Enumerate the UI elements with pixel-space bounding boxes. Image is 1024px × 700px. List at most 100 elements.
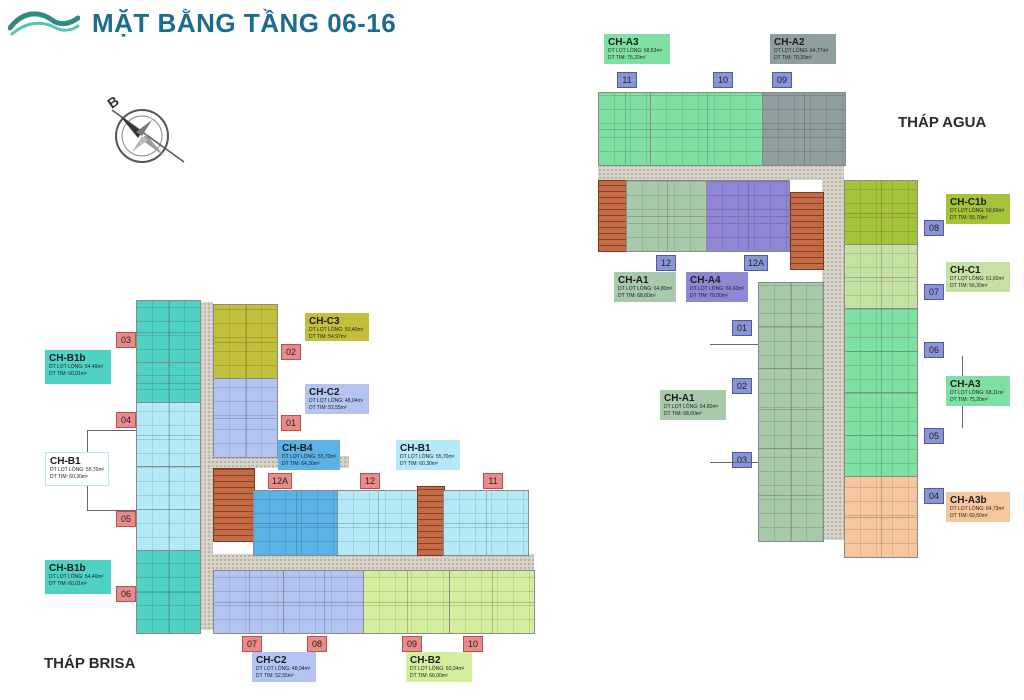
brisa-label-c3: CH-C3 DT LỌT LÒNG: 50,40m² DT TIM: 54,97…: [305, 313, 369, 341]
brisa-num-12: 12: [360, 473, 380, 489]
leader-line: [87, 430, 136, 431]
agua-label-a4: CH-A4 DT LỌT LÒNG: 66,60m² DT TIM: 70,00…: [686, 272, 748, 302]
leader-line: [710, 462, 758, 463]
brisa-unit-05: [136, 466, 201, 552]
brisa-num-01: 01: [281, 415, 301, 431]
brisa-num-02: 02: [281, 344, 301, 360]
label-name: CH-C2: [256, 655, 287, 666]
label-area-net: DT LỌT LÒNG: 64,73m²: [950, 506, 1005, 512]
label-area-gross: DT TIM: 60,01m²: [49, 581, 87, 587]
brisa-label-b1b-bottom: CH-B1b DT LỌT LÒNG: 54,40m² DT TIM: 60,0…: [45, 560, 111, 594]
label-area-gross: DT TIM: 52,55m²: [256, 673, 294, 679]
leader-line: [87, 510, 136, 511]
label-area-gross: DT TIM: 64,30m²: [282, 461, 320, 467]
label-name: CH-B4: [282, 443, 313, 454]
brisa-label-b4: CH-B4 DT LỌT LÒNG: 55,70m² DT TIM: 64,30…: [278, 440, 340, 470]
agua-num-08: 08: [924, 220, 944, 236]
label-name: CH-B2: [410, 655, 441, 666]
label-area-gross: DT TIM: 52,55m²: [309, 405, 347, 411]
label-area-gross: DT TIM: 56,30m²: [950, 283, 988, 289]
agua-label-a1-left: CH-A1 DT LỌT LÒNG: 64,80m² DT TIM: 68,60…: [660, 390, 726, 420]
agua-unit-12a: [706, 180, 790, 252]
label-name: CH-C2: [309, 387, 340, 398]
agua-unit-04: [844, 476, 918, 558]
label-name: CH-A3: [950, 379, 981, 390]
label-area-gross: DT TIM: 54,97m²: [309, 334, 347, 340]
agua-unit-11: [598, 92, 652, 166]
label-area-net: DT LỌT LÒNG: 50,40m²: [309, 327, 364, 333]
label-name: CH-A3b: [950, 495, 987, 506]
label-area-net: DT LỌT LÒNG: 64,77m²: [774, 48, 829, 54]
label-name: CH-B1b: [49, 353, 86, 364]
agua-num-02: 02: [732, 378, 752, 394]
label-area-net: DT LỌT LÒNG: 66,60m²: [690, 286, 745, 292]
brisa-label-b1-left: CH-B1 DT LỌT LÒNG: 55,70m² DT TIM: 60,30…: [45, 452, 109, 486]
label-area-gross: DT TIM: 66,00m²: [410, 673, 448, 679]
label-area-net: DT LỌT LÒNG: 51,60m²: [950, 276, 1005, 282]
leader-line: [962, 356, 963, 376]
brisa-unit-07: [213, 570, 285, 634]
brisa-unit-11: [443, 490, 529, 556]
agua-num-11: 11: [617, 72, 637, 88]
agua-unit-08: [844, 180, 918, 246]
agua-unit-02: [758, 368, 824, 450]
label-area-net: DT LỌT LÒNG: 48,04m²: [256, 666, 311, 672]
agua-label-c1b: CH-C1b DT LỌT LÒNG: 50,60m² DT TIM: 55,7…: [946, 194, 1010, 224]
agua-unit-01: [758, 282, 824, 370]
label-area-net: DT LỌT LÒNG: 64,80m²: [664, 404, 719, 410]
brisa-unit-04: [136, 402, 201, 468]
agua-unit-09: [762, 92, 846, 166]
label-area-net: DT LỌT LÒNG: 48,04m²: [309, 398, 364, 404]
agua-num-03: 03: [732, 452, 752, 468]
label-area-gross: DT TIM: 55,70m²: [950, 215, 988, 221]
label-name: CH-C1: [950, 265, 981, 276]
brisa-num-08: 08: [307, 636, 327, 652]
label-area-gross: DT TIM: 69,50m²: [950, 513, 988, 519]
leader-line: [962, 406, 963, 428]
brisa-label-b1-right: CH-B1 DT LỌT LÒNG: 55,70m² DT TIM: 60,30…: [396, 440, 460, 470]
leader-line: [87, 486, 88, 510]
label-name: CH-C1b: [950, 197, 987, 208]
brisa-corridor-end: [199, 602, 215, 630]
brisa-num-07: 07: [242, 636, 262, 652]
label-name: CH-A2: [774, 37, 805, 48]
agua-num-05: 05: [924, 428, 944, 444]
brisa-unit-06: [136, 550, 201, 634]
label-name: CH-B1: [400, 443, 431, 454]
label-area-net: DT LỌT LÒNG: 60,34m²: [410, 666, 465, 672]
brisa-unit-09: [363, 570, 451, 634]
brisa-num-12a: 12A: [268, 473, 292, 489]
agua-num-10: 10: [713, 72, 733, 88]
agua-num-09: 09: [772, 72, 792, 88]
agua-num-12a: 12A: [744, 255, 768, 271]
agua-unit-12: [626, 180, 708, 252]
label-area-net: DT LỌT LÒNG: 50,60m²: [950, 208, 1005, 214]
label-area-net: DT LỌT LÒNG: 55,70m²: [400, 454, 455, 460]
label-area-net: DT LỌT LÒNG: 55,70m²: [50, 467, 105, 473]
brisa-num-04: 04: [116, 412, 136, 428]
brisa-unit-08: [283, 570, 365, 634]
label-area-gross: DT TIM: 60,30m²: [50, 474, 88, 480]
agua-num-12: 12: [656, 255, 676, 271]
label-name: CH-A1: [664, 393, 695, 404]
label-area-gross: DT TIM: 60,01m²: [49, 371, 87, 377]
agua-num-04: 04: [924, 488, 944, 504]
label-area-gross: DT TIM: 75,20m²: [608, 55, 646, 61]
agua-num-07: 07: [924, 284, 944, 300]
agua-corridor-vertical: [822, 164, 844, 540]
label-name: CH-A4: [690, 275, 721, 286]
label-area-net: DT LỌT LÒNG: 68,53m²: [608, 48, 663, 54]
brisa-unit-02: [213, 304, 278, 380]
brisa-stair-core: [213, 468, 255, 542]
wave-logo-icon: [8, 11, 80, 36]
label-area-net: DT LỌT LÒNG: 68,11m²: [950, 390, 1004, 396]
agua-label-a1-top: CH-A1 DT LỌT LÒNG: 64,80m² DT TIM: 68,60…: [614, 272, 676, 302]
brisa-label-c2-top: CH-C2 DT LỌT LÒNG: 48,04m² DT TIM: 52,55…: [305, 384, 369, 414]
leader-line: [87, 430, 88, 452]
agua-stair-left: [598, 180, 628, 252]
brisa-unit-03: [136, 300, 201, 364]
label-area-net: DT LỌT LÒNG: 55,70m²: [282, 454, 337, 460]
label-name: CH-A1: [618, 275, 649, 286]
brisa-num-10: 10: [463, 636, 483, 652]
brisa-num-06: 06: [116, 586, 136, 602]
